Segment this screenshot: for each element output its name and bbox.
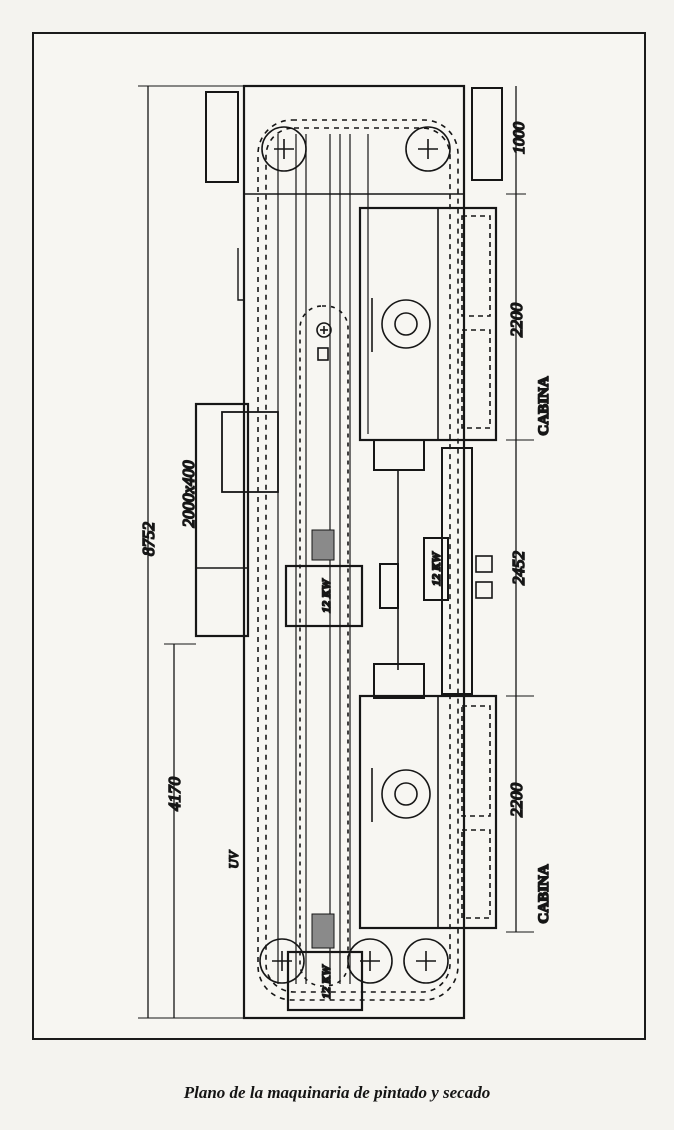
machinery-plan: 8752 4170 2000x400 1000 2200 2452 2200 C… [138, 84, 553, 1020]
cabin-lower [358, 694, 498, 930]
marker-bracket [237, 248, 244, 301]
inner-loop [299, 305, 349, 987]
hatched-block-upper [311, 529, 335, 561]
roller-top-right [405, 126, 451, 172]
figure-caption: Plano de la maquinaria de pintado y seca… [183, 1083, 491, 1102]
heater-right-label: 12 KW [429, 551, 443, 586]
connector-lower [373, 663, 425, 699]
drive-motor [317, 347, 329, 361]
top-left-box [205, 91, 239, 183]
connector-upper [373, 439, 425, 471]
roller-bottom-3 [403, 938, 449, 984]
cabin-upper-filter-1 [461, 215, 491, 317]
main-enclosure [242, 84, 466, 1020]
heater-right [423, 537, 449, 601]
drawing-frame: 8752 4170 2000x400 1000 2200 2452 2200 C… [32, 32, 646, 1040]
top-right-box [471, 87, 503, 181]
dim-cabin-upper-label: 2200 [507, 303, 526, 338]
roller-bottom-1 [259, 938, 305, 984]
heater-center [284, 564, 364, 628]
cabin-lower-filter-1 [461, 705, 491, 817]
control-box-1 [475, 555, 493, 573]
heater-center-label: 12 KW [319, 578, 333, 613]
roller-top-left [261, 126, 307, 172]
fan-lower-hub [394, 782, 418, 806]
dim-total-label: 8752 [139, 522, 158, 557]
roller-bottom-2 [347, 938, 393, 984]
control-box-2 [475, 581, 493, 599]
conveyor-loop-outer [257, 119, 459, 1001]
dim-lower-label: 4170 [165, 777, 184, 812]
cabin-lower-label: CABINA [536, 864, 552, 923]
fan-upper-hub [394, 312, 418, 336]
conveyor-2000x400 [194, 402, 250, 638]
fan-upper [381, 299, 431, 349]
uv-label: UV [226, 849, 241, 868]
hatched-block-lower [311, 913, 335, 949]
cabin-upper-label: CABINA [536, 376, 552, 435]
heater-bottom-label: 12 KW [319, 964, 333, 999]
dim-cabin-lower-label: 2200 [507, 783, 526, 818]
cabin-upper-filter-2 [461, 329, 491, 429]
dim-middle-label: 2452 [509, 551, 528, 586]
conveyor-feed-box [221, 411, 279, 493]
fan-lower [381, 769, 431, 819]
conveyor-loop-inner [265, 127, 451, 993]
dim-end-label: 1000 [511, 122, 528, 154]
drive-wheel [316, 322, 332, 338]
middle-unit [379, 563, 399, 609]
conveyor-size-label: 2000x400 [179, 460, 198, 528]
heater-bottom [286, 950, 364, 1012]
middle-panel [441, 447, 473, 695]
cabin-upper [358, 206, 498, 442]
cabin-lower-filter-2 [461, 829, 491, 919]
